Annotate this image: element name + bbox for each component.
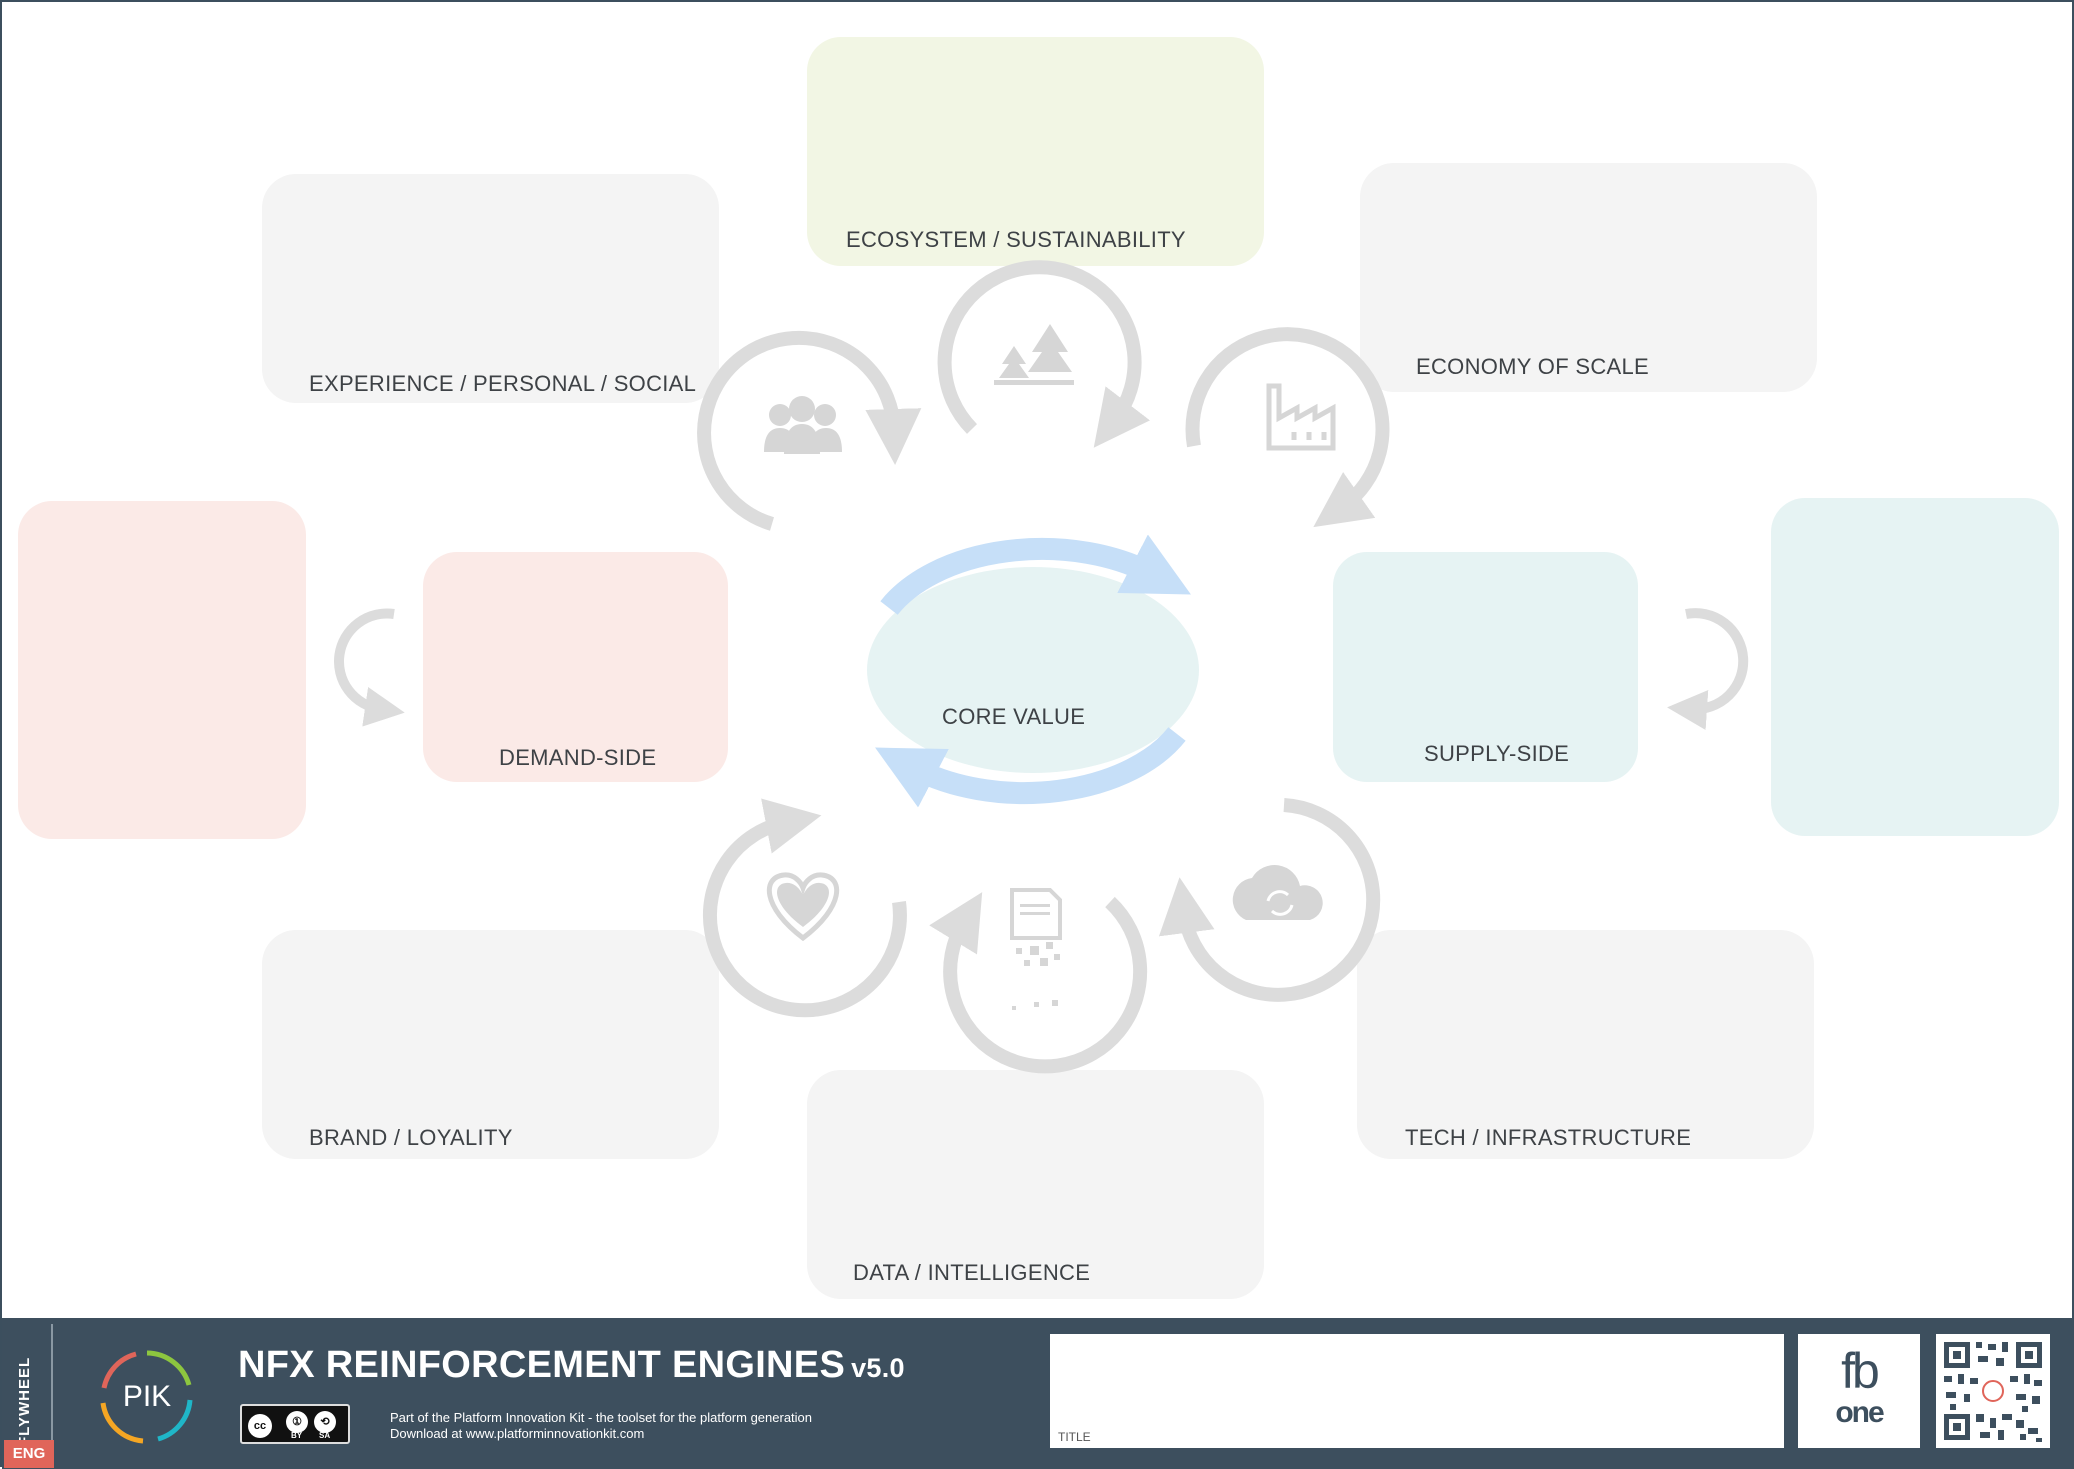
cc-icon: cc bbox=[248, 1414, 272, 1438]
by-icon: ① bbox=[286, 1411, 308, 1433]
demand-side-label: DEMAND-SIDE bbox=[499, 745, 657, 770]
sa-text: SA bbox=[319, 1431, 331, 1440]
people-icon bbox=[764, 396, 842, 454]
arrow-tech bbox=[1158, 798, 1381, 1002]
ecosystem-box[interactable]: ECOSYSTEM / SUSTAINABILITY bbox=[807, 37, 1264, 266]
tagline-text: Part of the Platform Innovation Kit - th… bbox=[390, 1410, 813, 1425]
qr-code[interactable] bbox=[1936, 1334, 2050, 1448]
supply-side-label: SUPPLY-SIDE bbox=[1424, 741, 1570, 766]
qr-code-icon bbox=[1944, 1342, 2042, 1442]
ecosystem-label: ECOSYSTEM / SUSTAINABILITY bbox=[846, 227, 1186, 252]
pik-logo-icon bbox=[100, 1350, 193, 1444]
arrow-supply-loop bbox=[1667, 608, 1749, 730]
partner-logo-bottom: one bbox=[1835, 1396, 1884, 1429]
demand-outer-box[interactable] bbox=[18, 501, 306, 839]
side-tab-divider bbox=[51, 1324, 53, 1463]
partner-logo: fb one bbox=[1798, 1334, 1920, 1448]
core-value-label: CORE VALUE bbox=[942, 704, 1086, 729]
by-text: BY bbox=[291, 1431, 303, 1440]
cc-license-badge[interactable]: cc ① ⟲ BY SA bbox=[240, 1404, 350, 1444]
core-value-ellipse[interactable] bbox=[867, 567, 1199, 773]
supply-side-box[interactable]: SUPPLY-SIDE bbox=[1333, 552, 1638, 782]
data-label: DATA / INTELLIGENCE bbox=[853, 1260, 1091, 1285]
flywheel-graphic bbox=[334, 260, 1749, 1074]
demand-side-box[interactable]: DEMAND-SIDE bbox=[423, 552, 728, 782]
economy-box[interactable]: ECONOMY OF SCALE bbox=[1360, 163, 1817, 392]
economy-label: ECONOMY OF SCALE bbox=[1416, 354, 1649, 379]
document-data-icon bbox=[1010, 888, 1062, 1010]
title-field-label: TITLE bbox=[1058, 1430, 1091, 1444]
cloud-sync-icon bbox=[1232, 865, 1323, 920]
arrow-brand bbox=[702, 798, 907, 1018]
canvas-title-text: NFX REINFORCEMENT ENGINES bbox=[238, 1344, 846, 1386]
footer-bar: FLYWHEEL ENG PIK NFX REINFORCEMENT ENGIN… bbox=[2, 1318, 2074, 1469]
experience-label: EXPERIENCE / PERSONAL / SOCIAL bbox=[309, 371, 697, 396]
flywheel-tab-label: FLYWHEEL bbox=[16, 1356, 33, 1446]
factory-icon bbox=[1266, 383, 1336, 451]
arrow-economy bbox=[1185, 327, 1390, 528]
experience-box[interactable]: EXPERIENCE / PERSONAL / SOCIAL bbox=[262, 174, 719, 403]
data-box[interactable]: DATA / INTELLIGENCE bbox=[807, 1070, 1264, 1299]
download-link[interactable]: Download at www.platforminnovationkit.co… bbox=[390, 1426, 645, 1441]
brand-label: BRAND / LOYALITY bbox=[309, 1125, 513, 1150]
core-arrow-top bbox=[880, 534, 1191, 615]
core-arrow-bottom bbox=[875, 727, 1186, 808]
pik-logo-text: PIK bbox=[122, 1380, 172, 1413]
sa-icon: ⟲ bbox=[314, 1411, 336, 1433]
arrow-experience bbox=[697, 330, 922, 531]
title-input[interactable]: TITLE bbox=[1050, 1334, 1784, 1448]
arrow-data bbox=[929, 892, 1148, 1074]
side-tab: FLYWHEEL bbox=[2, 1318, 54, 1469]
tech-box[interactable]: TECH / INFRASTRUCTURE bbox=[1357, 930, 1814, 1159]
language-badge[interactable]: ENG bbox=[4, 1440, 54, 1468]
arrow-ecosystem bbox=[937, 260, 1150, 448]
heart-icon bbox=[766, 872, 840, 942]
supply-outer-box[interactable] bbox=[1771, 498, 2059, 836]
trees-icon bbox=[994, 324, 1074, 385]
partner-logo-top: fb bbox=[1841, 1343, 1880, 1399]
tech-label: TECH / INFRASTRUCTURE bbox=[1405, 1125, 1692, 1150]
arrow-demand-loop bbox=[334, 608, 405, 727]
version-label: v5.0 bbox=[851, 1353, 905, 1383]
brand-box[interactable]: BRAND / LOYALITY bbox=[262, 930, 719, 1159]
